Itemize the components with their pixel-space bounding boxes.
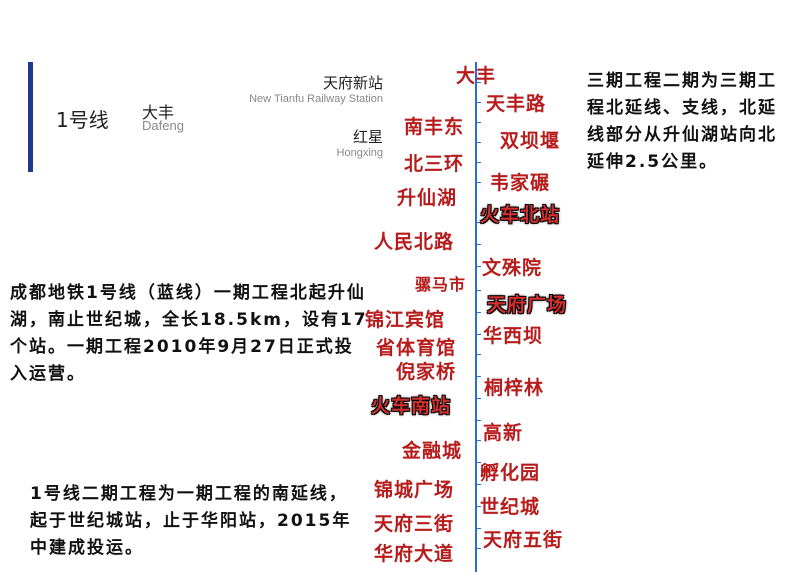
station-label-hub: 天府广场 bbox=[487, 294, 568, 316]
station-tick bbox=[476, 548, 481, 549]
terminal-name-en: Dafeng bbox=[142, 118, 184, 133]
station-tick bbox=[476, 528, 481, 529]
reference-station-cn: 红星 bbox=[352, 128, 383, 146]
station-tick bbox=[476, 506, 481, 507]
station-label: 北三环 bbox=[404, 153, 465, 175]
station-tick bbox=[476, 398, 481, 399]
station-label: 高新 bbox=[483, 422, 524, 444]
station-label: 孵化园 bbox=[480, 462, 541, 484]
station-label: 华府大道 bbox=[374, 543, 455, 565]
station-tick bbox=[476, 162, 481, 163]
station-label: 华西坝 bbox=[483, 325, 544, 347]
station-tick bbox=[476, 244, 481, 245]
station-label: 大丰 bbox=[456, 65, 497, 87]
station-label: 升仙湖 bbox=[397, 187, 458, 209]
station-tick bbox=[476, 290, 481, 291]
station-tick bbox=[476, 142, 481, 143]
terminal-name-cn: 大丰 bbox=[142, 103, 175, 122]
station-tick bbox=[476, 376, 481, 377]
station-tick bbox=[476, 312, 481, 313]
station-tick bbox=[476, 122, 481, 123]
note-phase2: 1号线二期工程为一期工程的南延线，起于世纪城站，止于华阳站，2015年中建成投运… bbox=[30, 484, 352, 558]
note-phase3: 三期工程二期为三期工程北延线、支线，北延线部分从升仙湖站向北延伸2.5公里。 bbox=[587, 71, 777, 172]
station-label: 韦家碾 bbox=[490, 172, 551, 194]
station-label: 人民北路 bbox=[374, 231, 455, 253]
reference-station-en: Hongxing bbox=[336, 147, 383, 159]
station-label: 南丰东 bbox=[404, 116, 465, 138]
metro-route-line bbox=[475, 62, 477, 572]
station-label: 骡马市 bbox=[415, 275, 467, 294]
station-label: 省体育馆 bbox=[376, 337, 457, 359]
station-tick bbox=[476, 182, 481, 183]
station-tick bbox=[476, 102, 481, 103]
station-label: 锦城广场 bbox=[374, 479, 455, 501]
station-tick bbox=[476, 484, 481, 485]
station-label: 天府五街 bbox=[483, 529, 564, 551]
note-phase1: 成都地铁1号线（蓝线）一期工程北起升仙湖，南止世纪城，全长18.5km，设有17… bbox=[10, 283, 368, 384]
station-label: 天府三街 bbox=[374, 513, 455, 535]
station-tick bbox=[476, 222, 481, 223]
station-tick bbox=[476, 440, 481, 441]
reference-station-cn: 天府新站 bbox=[322, 74, 383, 92]
station-label: 文殊院 bbox=[482, 257, 543, 279]
station-tick bbox=[476, 334, 481, 335]
station-label: 金融城 bbox=[402, 440, 463, 462]
station-tick bbox=[476, 354, 481, 355]
station-label-hub: 火车南站 bbox=[371, 395, 452, 417]
station-tick bbox=[476, 420, 481, 421]
station-label-hub: 火车北站 bbox=[480, 204, 561, 226]
station-label: 双坝堰 bbox=[500, 130, 561, 152]
reference-station-en: New Tianfu Railway Station bbox=[249, 93, 383, 105]
station-label: 桐梓林 bbox=[484, 377, 545, 399]
station-tick bbox=[476, 462, 481, 463]
station-label: 锦江宾馆 bbox=[365, 309, 446, 331]
station-label: 世纪城 bbox=[480, 496, 541, 518]
station-label: 倪家桥 bbox=[396, 361, 457, 383]
station-label: 天丰路 bbox=[486, 93, 547, 115]
line-accent-bar bbox=[28, 62, 33, 172]
station-tick bbox=[476, 82, 481, 83]
line-name: 1号线 bbox=[56, 108, 109, 132]
station-tick bbox=[476, 266, 481, 267]
